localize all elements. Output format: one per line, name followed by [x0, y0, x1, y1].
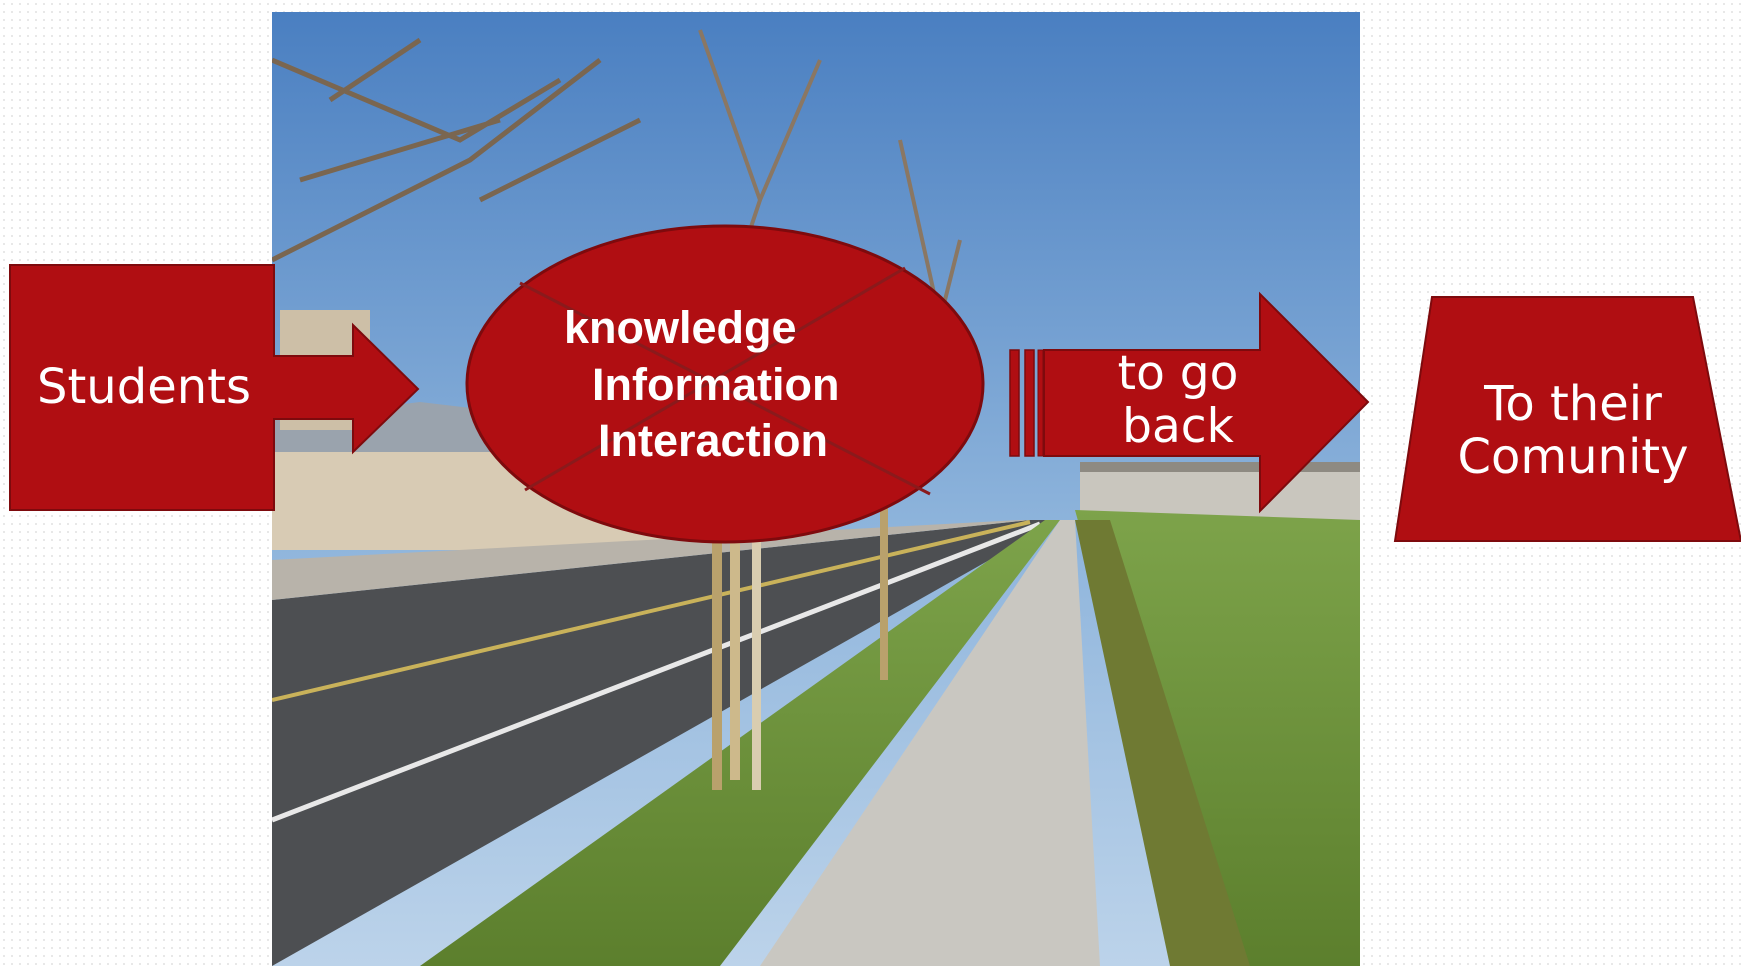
knowledge-label: knowledge [564, 302, 797, 353]
go-back-label: to go back [1068, 346, 1288, 454]
interaction-label: Interaction [598, 415, 829, 467]
students-label: Students [37, 359, 251, 415]
go-back-line-2: back [1122, 398, 1234, 454]
oval-text: knowledge Information Interaction [540, 300, 940, 470]
community-line-2: Comunity [1457, 428, 1689, 485]
go-back-line-1: to go [1117, 346, 1239, 401]
community-label: To their Comunity [1420, 378, 1726, 484]
go-back-arrow [1009, 291, 1370, 514]
community-line-1: To their [1484, 376, 1662, 432]
community-trapezoid [1393, 296, 1741, 542]
information-label: Information [592, 358, 840, 410]
knowledge-oval [465, 224, 985, 544]
students-arrow [9, 264, 420, 511]
